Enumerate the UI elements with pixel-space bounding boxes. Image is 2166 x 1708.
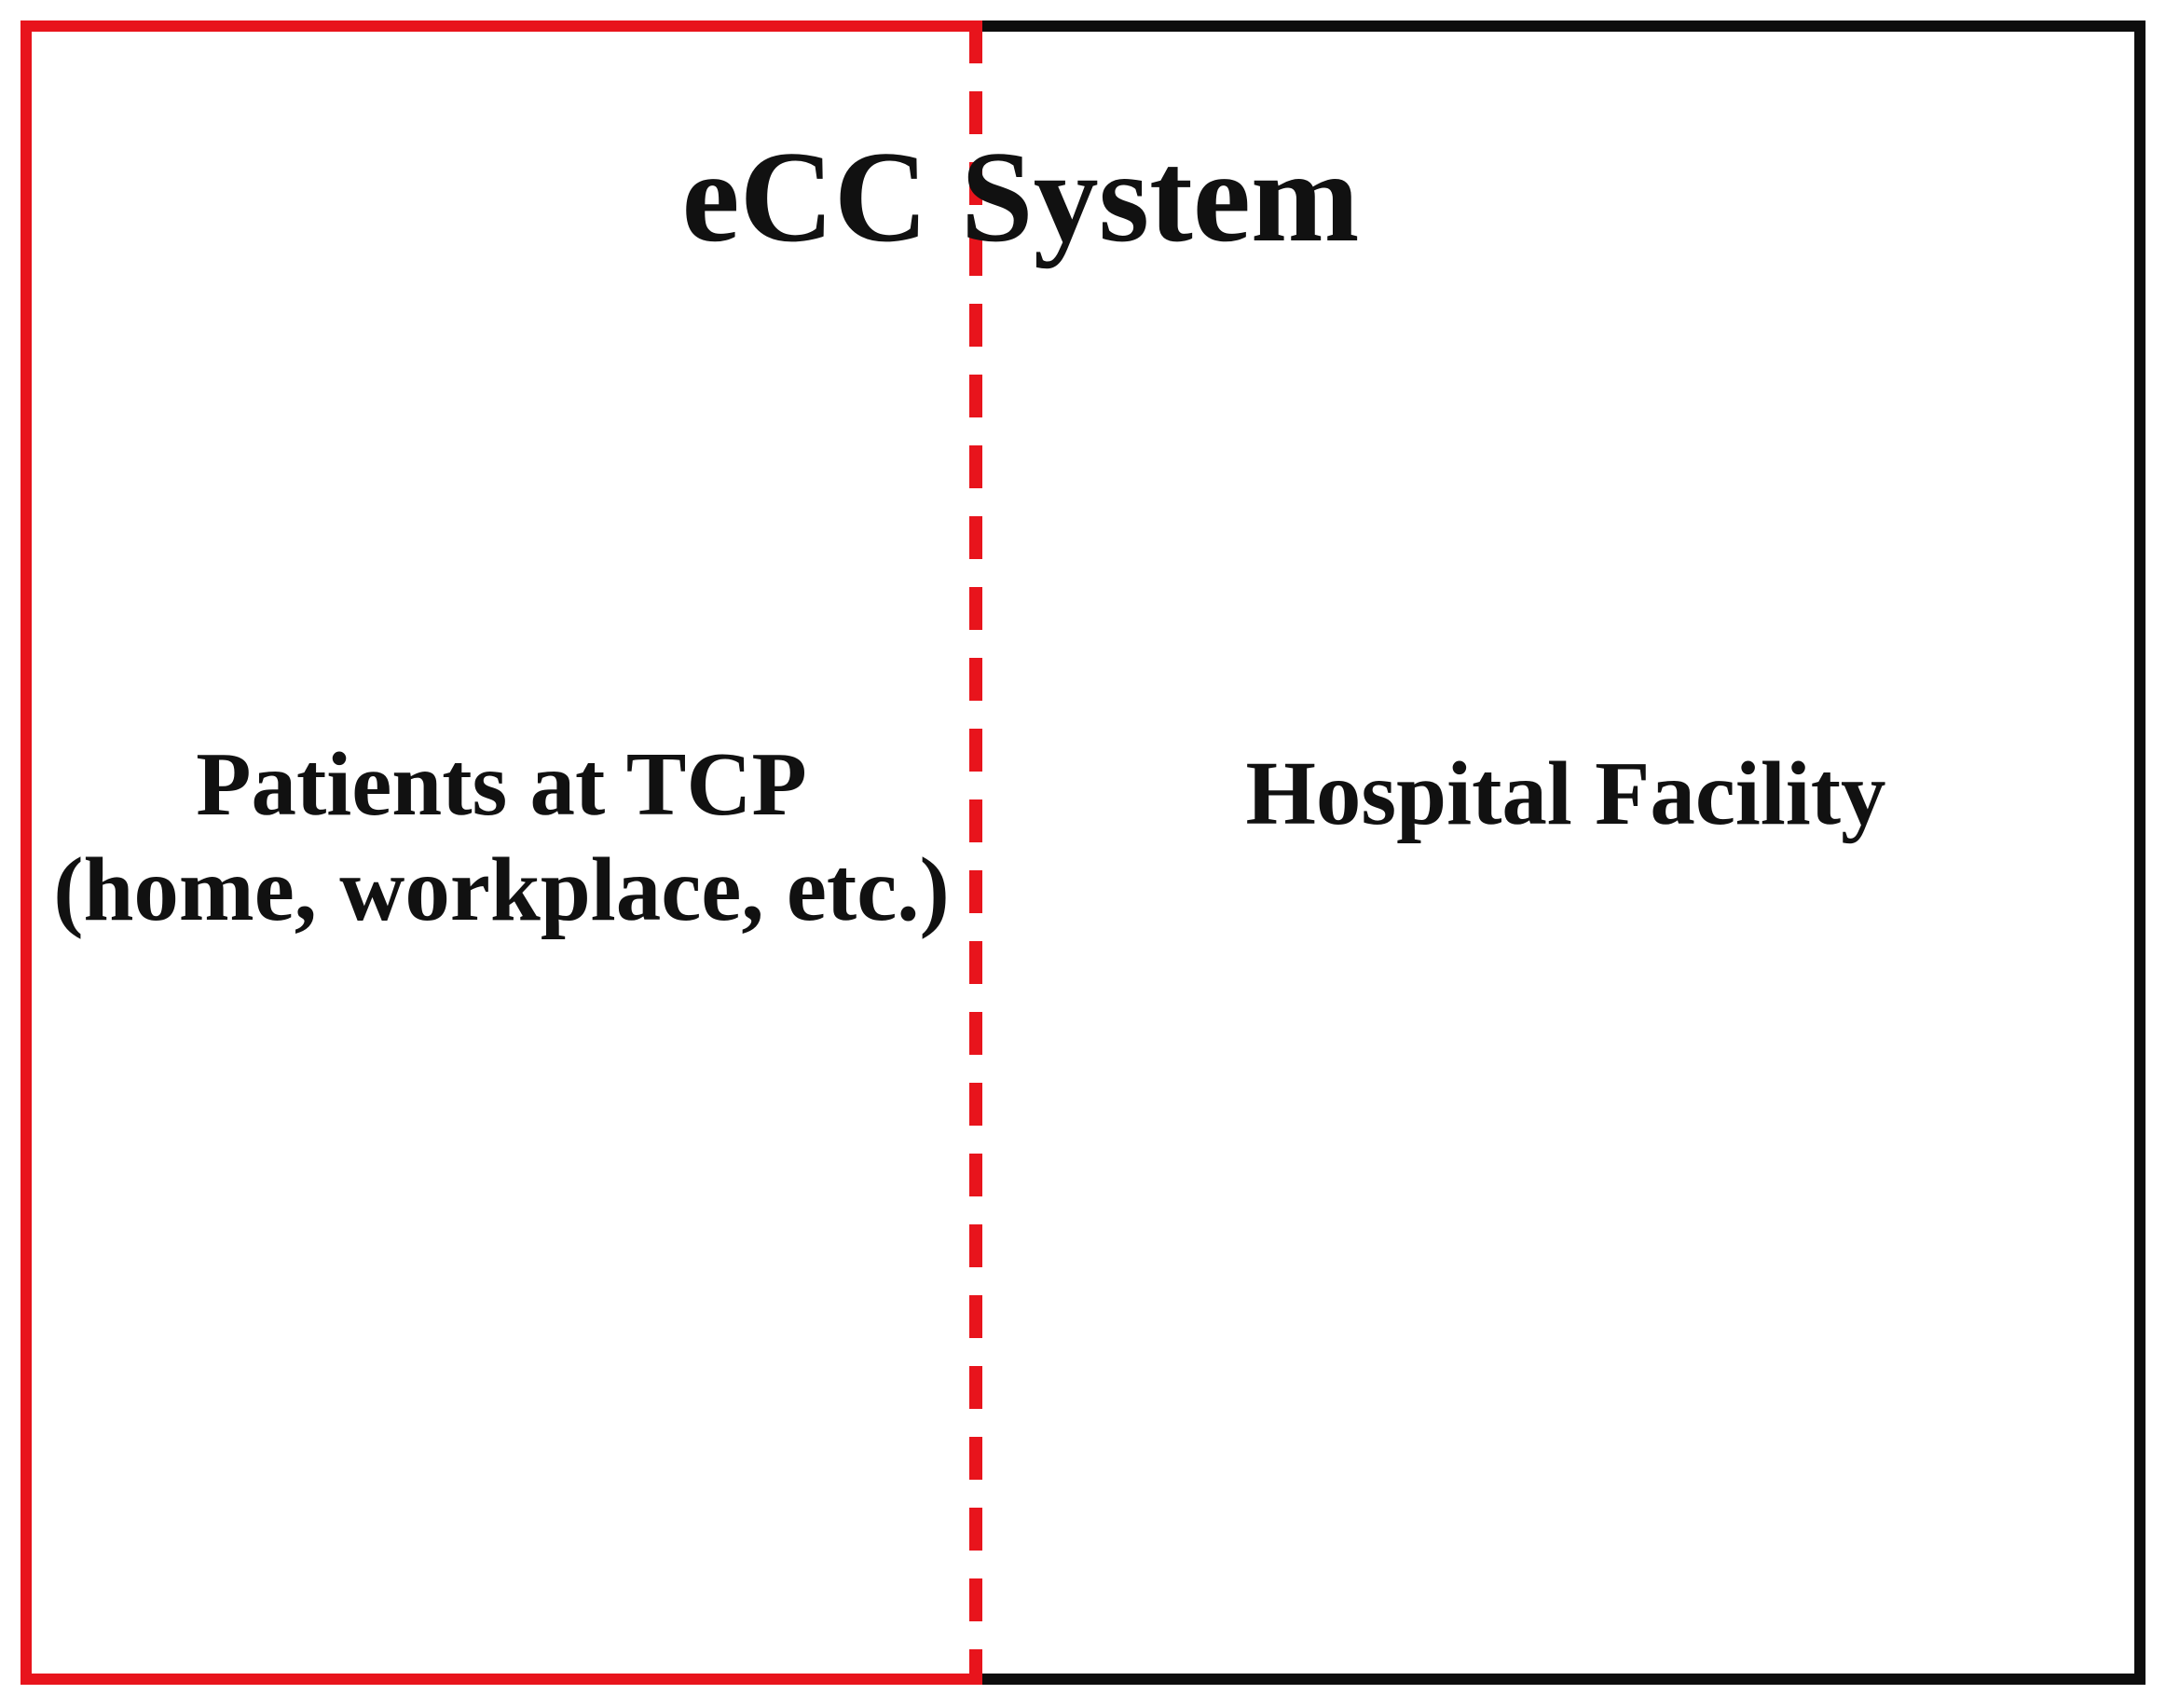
figure-title: eCC System — [681, 125, 1360, 269]
hospital-facility-label: Hospital Facility — [1245, 744, 1886, 843]
tcp-region-label-line2: (home, workplace, etc.) — [53, 839, 950, 939]
hospital-facility-box — [977, 20, 2145, 1685]
tcp-region-box — [21, 20, 977, 1685]
system-boundary-dashed-line — [969, 20, 982, 1685]
tcp-region-label: Patients at TCP (home, workplace, etc.) — [53, 732, 950, 942]
tcp-region-label-line1: Patients at TCP — [196, 734, 807, 834]
